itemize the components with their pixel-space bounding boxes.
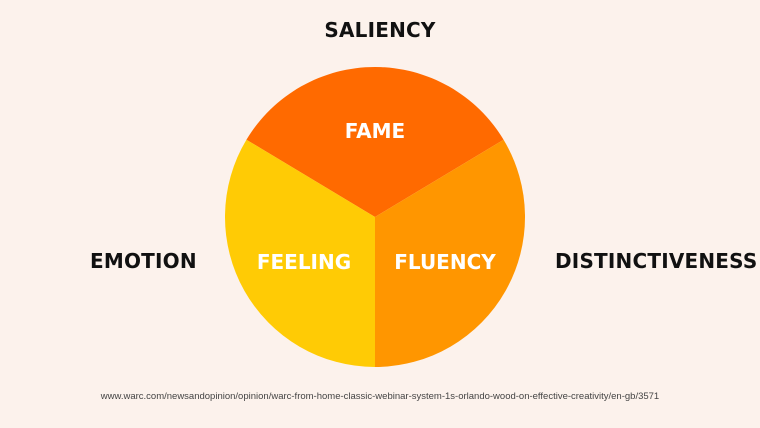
segment-label-fluency: FLUENCY: [394, 250, 496, 274]
label-emotion: EMOTION: [90, 249, 197, 273]
segment-label-feeling: FEELING: [257, 250, 351, 274]
label-saliency: SALIENCY: [324, 18, 436, 42]
segment-fluency: [375, 139, 526, 367]
source-url: www.warc.com/newsandopinion/opinion/warc…: [100, 391, 660, 402]
segment-fame: [246, 66, 504, 217]
segment-label-fame: FAME: [345, 119, 405, 143]
segment-feeling: [224, 139, 375, 367]
label-distinctiveness: DISTINCTIVENESS: [555, 249, 758, 273]
